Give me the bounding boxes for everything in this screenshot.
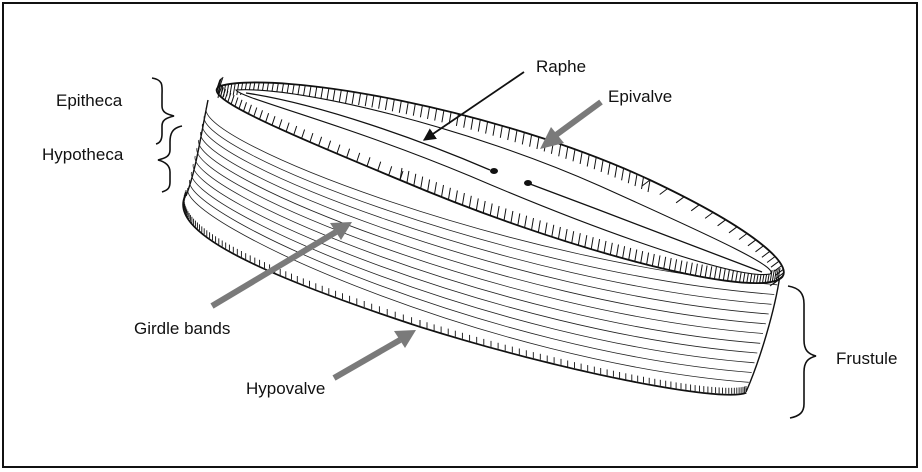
central-nodule-right	[524, 180, 532, 186]
hypovalve-label: Hypovalve	[246, 379, 325, 398]
frustule-label: Frustule	[836, 349, 897, 368]
hypotheca-label: Hypotheca	[42, 145, 124, 164]
raphe-label: Raphe	[536, 57, 586, 76]
epivalve-label: Epivalve	[608, 87, 672, 106]
epitheca-label: Epitheca	[56, 91, 123, 110]
central-nodule-left	[490, 168, 498, 174]
girdle-bands-label: Girdle bands	[134, 319, 230, 338]
